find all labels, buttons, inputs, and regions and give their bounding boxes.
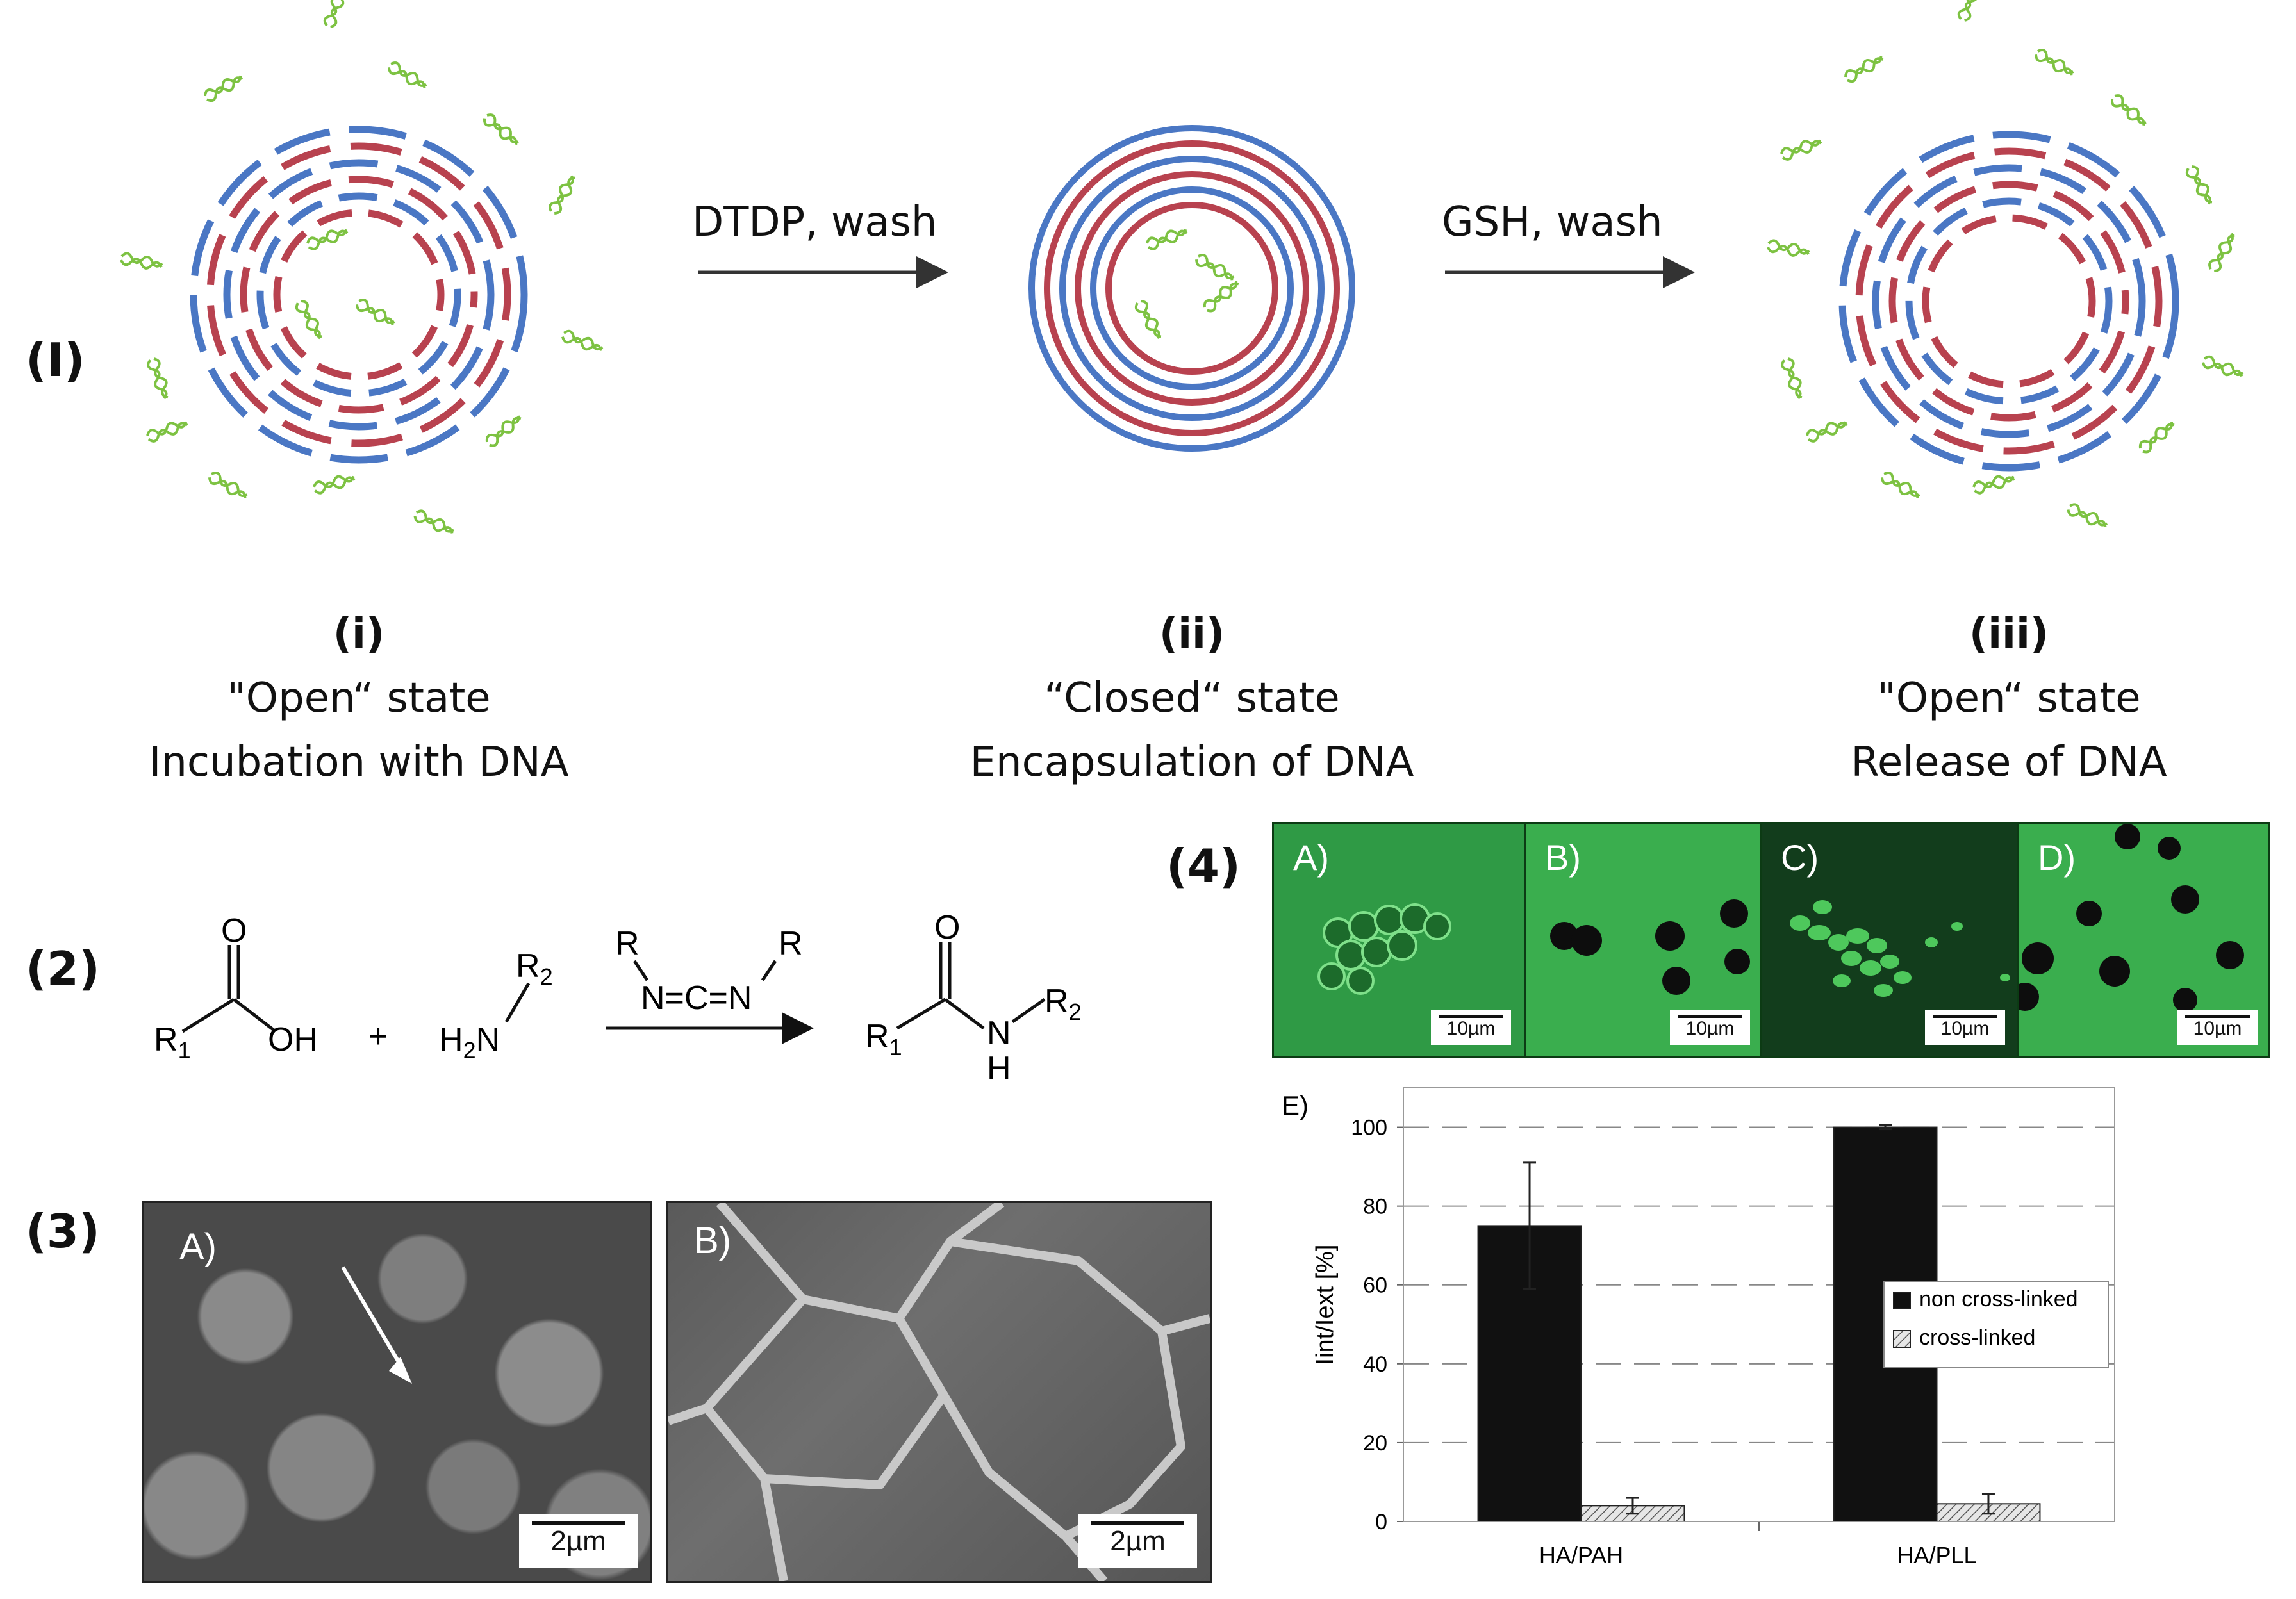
carbodiimide-r-right: R: [779, 925, 803, 962]
amine-r2: R2: [516, 947, 553, 990]
sem-image-b: B) 2µm: [666, 1201, 1212, 1583]
state-roman-i: (i): [333, 611, 385, 658]
chart-legend-label: cross-linked: [1919, 1325, 2035, 1350]
amide-o: O: [934, 909, 960, 946]
state-line2-iii: Release of DNA: [1851, 739, 2167, 786]
amide-r2: R2: [1045, 983, 1082, 1025]
chart-legend-swatch: [1893, 1292, 1911, 1309]
fluo-image-d: D) 10µm: [2017, 822, 2270, 1058]
state-roman-ii: (ii): [1159, 611, 1225, 658]
acid-oh: OH: [268, 1021, 318, 1058]
sem-a-label: A): [179, 1226, 217, 1268]
fluo-b-label: B): [1545, 837, 1581, 878]
chart-y-tick-label: 0: [1375, 1510, 1387, 1534]
fluo-d-scalebar: 10µm: [2177, 1010, 2258, 1045]
fluo-c-scale-text: 10µm: [1940, 1018, 1990, 1039]
sem-a-scale-text: 2µm: [550, 1525, 606, 1557]
fluo-b-capsules: [1550, 899, 1750, 995]
acid-o: O: [221, 912, 247, 949]
state-roman-iii: (iii): [1969, 611, 2049, 658]
panel-label-3: (3): [26, 1204, 100, 1258]
fluo-a-label: A): [1293, 837, 1329, 878]
sem-b-scalebar: 2µm: [1078, 1514, 1197, 1568]
coupling-reaction: R1 O OH + H2N R2 R R N=C=N R1 O N H R2: [154, 909, 1082, 1087]
fluo-image-b: B) 10µm: [1524, 822, 1762, 1058]
fluo-image-a: A) 10µm: [1272, 822, 1526, 1058]
chart-x-ticks: HA/PAH HA/PLL: [1539, 1521, 1977, 1568]
chart-plot-frame: [1403, 1087, 2115, 1522]
chart-panel-label: E): [1282, 1090, 1309, 1120]
chart-x-tick-label: HA/PLL: [1897, 1542, 1976, 1568]
fluo-a-capsules: [1317, 903, 1451, 995]
capsule-closed-ii: [1028, 125, 1355, 452]
state-caption-iii: (iii) "Open“ state Release of DNA: [1701, 602, 2296, 794]
carbodiimide: N=C=N: [641, 980, 752, 1017]
sem-a-scalebar: 2µm: [519, 1514, 638, 1568]
state-line2-ii: Encapsulation of DNA: [970, 739, 1414, 786]
capsule-scheme: [119, 0, 2246, 538]
fluo-d-scale-text: 10µm: [2193, 1018, 2242, 1039]
chart-y-ticks: 0 20 40 60 80 100: [1351, 1116, 1403, 1534]
fluo-a-scalebar: 10µm: [1431, 1010, 1511, 1045]
state-line1-i: "Open“ state: [227, 675, 491, 722]
plus-sign: +: [368, 1018, 388, 1055]
chart-legend: non cross-linked cross-linked: [1883, 1281, 2109, 1368]
acid-r: R1: [154, 1021, 191, 1063]
arrow1-label: DTDP, wash: [692, 199, 937, 246]
fluo-b-scalebar: 10µm: [1670, 1010, 1750, 1045]
panel-label-4: (4): [1166, 839, 1241, 893]
bar-chart-e: E) 0 20 40 60 80 100 HA/PAH HA/PLL Iint/Iext […: [1282, 1087, 2115, 1568]
state-line1-ii: “Closed“ state: [1044, 675, 1340, 722]
chart-y-tick-label: 100: [1351, 1116, 1387, 1140]
chart-legend-box: [1883, 1281, 2109, 1368]
sem-b-scale-text: 2µm: [1110, 1525, 1166, 1557]
amine-h2n: H2N: [439, 1021, 500, 1063]
chart-x-tick-label: HA/PAH: [1539, 1542, 1623, 1568]
sem-image-a: A) 2µm: [142, 1201, 652, 1583]
state-caption-i: (i) "Open“ state Incubation with DNA: [51, 602, 666, 794]
amide-h: H: [987, 1050, 1011, 1087]
capsule-open-iii: [1838, 131, 2179, 472]
chart-y-tick-label: 20: [1363, 1431, 1387, 1456]
chart-y-tick-label: 80: [1363, 1195, 1387, 1219]
dna-strands-ii: [1132, 224, 1243, 342]
fluo-b-scale-text: 10µm: [1685, 1018, 1735, 1039]
amide-n: N: [987, 1015, 1011, 1052]
state-caption-ii: (ii) “Closed“ state Encapsulation of DNA: [884, 602, 1499, 794]
state-line1-iii: "Open“ state: [1877, 675, 2141, 722]
amide-r1: R1: [865, 1018, 902, 1060]
fluo-d-capsules: [2019, 824, 2244, 1012]
sem-b-label: B): [694, 1220, 731, 1261]
state-line2-i: Incubation with DNA: [149, 739, 569, 786]
chart-legend-label: non cross-linked: [1919, 1287, 2078, 1311]
fluo-c-capsules: [1790, 900, 2010, 997]
fluo-d-label: D): [2038, 837, 2076, 878]
panel-label-1: (I): [26, 333, 85, 387]
fluo-a-scale-text: 10µm: [1446, 1018, 1496, 1039]
chart-y-tick-label: 40: [1363, 1352, 1387, 1377]
chart-y-tick-label: 60: [1363, 1274, 1387, 1298]
sem-a-arrow: [341, 1266, 412, 1384]
chart-y-label: Iint/Iext [%]: [1312, 1245, 1339, 1365]
fluo-c-label: C): [1781, 837, 1819, 878]
capsule-open-i: [190, 126, 528, 464]
arrow2-label: GSH, wash: [1442, 199, 1663, 246]
chart-legend-swatch: [1893, 1330, 1911, 1348]
panel-label-2: (2): [26, 942, 100, 996]
carbodiimide-r-left: R: [615, 925, 640, 962]
fluo-c-scalebar: 10µm: [1925, 1010, 2005, 1045]
fluo-image-c: C) 10µm: [1760, 822, 2019, 1058]
